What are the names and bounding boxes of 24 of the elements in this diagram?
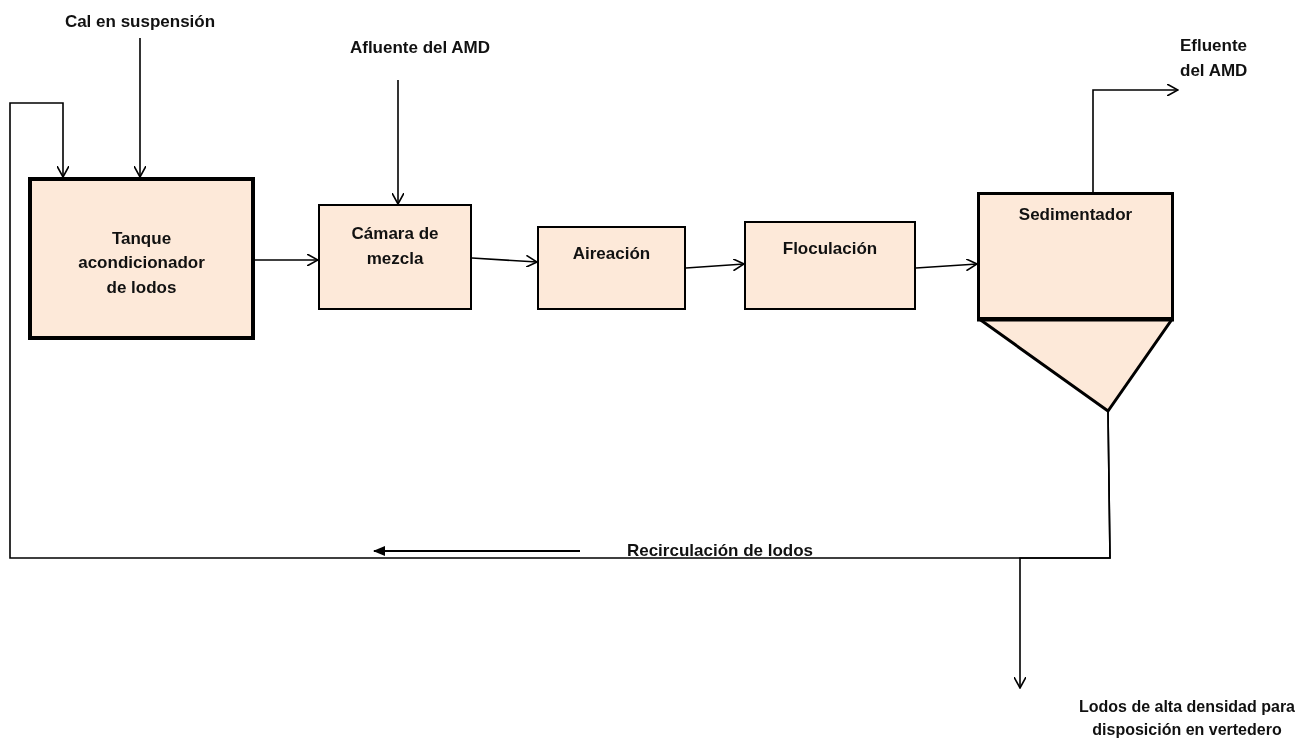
process-box <box>537 226 686 310</box>
flow-arrow <box>471 254 538 269</box>
process-box <box>28 177 255 340</box>
box-title: Aireación <box>572 243 651 265</box>
flow-arrow <box>1013 410 1111 689</box>
stream-label: Lodos de alta densidad para disposición en vertedero <box>1066 688 1308 748</box>
process-box <box>977 192 1174 317</box>
process-box <box>318 204 472 310</box>
box-title: Tanque acondicionador de lodos <box>77 227 206 299</box>
process-box <box>744 221 916 310</box>
flow-label: Recirculación de lodos <box>625 539 815 562</box>
flow-arrow <box>915 257 978 272</box>
flow-arrow <box>133 37 147 178</box>
stream-label: Afluente del AMD <box>300 34 540 62</box>
hopper-cone <box>977 317 1174 413</box>
stream-label: Efluente del AMD <box>1180 28 1270 90</box>
box-title: Cámara de mezcla <box>350 223 440 270</box>
flow-arrow <box>391 79 405 205</box>
flow-arrow <box>685 257 745 272</box>
flow-arrow <box>254 253 319 267</box>
stream-label: Cal en suspensión <box>35 8 245 36</box>
box-title: Sedimentador <box>1018 204 1133 226</box>
flow-arrow <box>1092 83 1179 193</box>
box-title: Floculación <box>782 238 878 260</box>
